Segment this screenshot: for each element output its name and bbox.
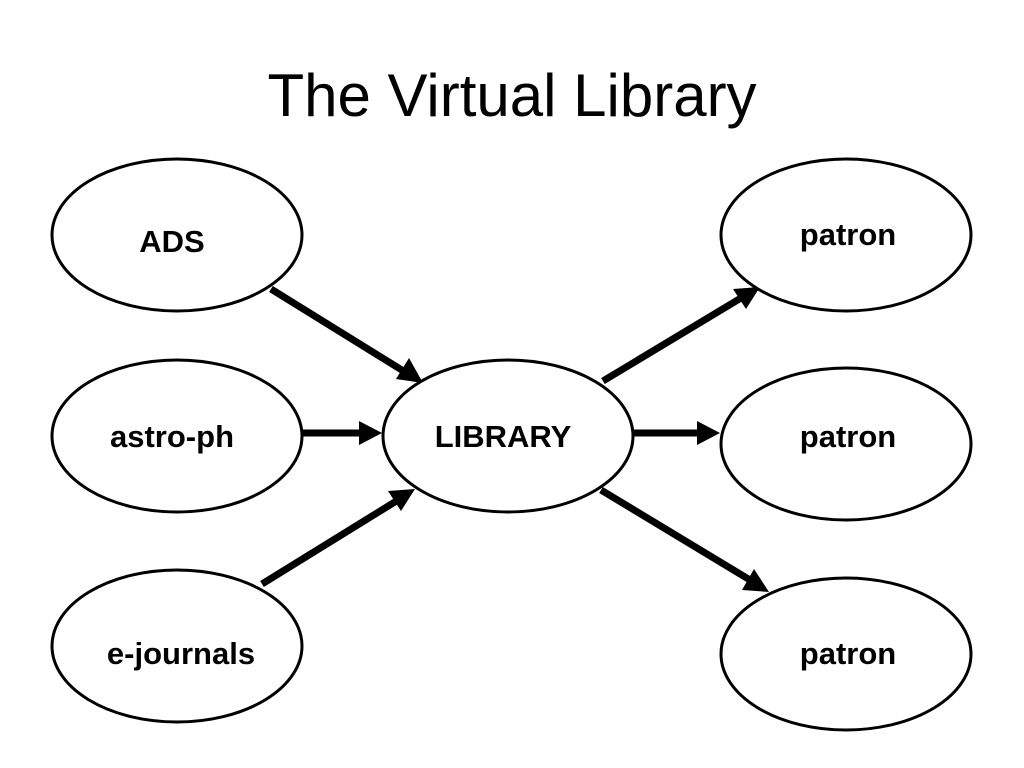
node-label: e-journals: [107, 636, 255, 671]
node-ellipse: [50, 157, 304, 313]
node-astro-ph: astro-ph: [50, 358, 304, 514]
node-ellipse: [719, 157, 973, 313]
diagram-title: The Virtual Library: [267, 62, 757, 129]
node-label: LIBRARY: [435, 419, 572, 454]
edge-astro-ph-to-library: [303, 421, 382, 445]
node-label: patron: [800, 419, 896, 454]
arrow-head: [697, 421, 720, 445]
node-ellipse: [50, 358, 304, 514]
edge-line: [599, 487, 752, 583]
node-label: patron: [800, 217, 896, 252]
node-label: ADS: [139, 224, 204, 259]
node-ellipse: [719, 366, 973, 522]
node-ellipse: [719, 576, 973, 732]
node-label: patron: [800, 636, 896, 671]
node-ellipse: [381, 358, 635, 514]
arrow-head: [733, 287, 760, 309]
node-library: LIBRARY: [381, 358, 635, 514]
edge-line: [269, 286, 407, 375]
node-patron-top: patron: [719, 157, 973, 313]
node-label: astro-ph: [110, 419, 234, 454]
arrow-head: [742, 569, 769, 592]
node-ellipse: [50, 568, 304, 724]
edge-e-journals-to-library: [260, 489, 415, 587]
node-patron-bottom: patron: [719, 576, 973, 732]
node-e-journals: e-journals: [50, 568, 304, 724]
arrow-head: [388, 489, 415, 511]
edge-ads-to-library: [269, 286, 423, 383]
node-patron-middle: patron: [719, 366, 973, 522]
arrow-head: [396, 358, 423, 383]
arrow-head: [359, 421, 382, 445]
edge-line: [260, 497, 400, 587]
edge-library-to-patron-top: [601, 287, 760, 384]
edge-line: [601, 295, 743, 384]
node-ads: ADS: [50, 157, 304, 313]
edge-library-to-patron-bottom: [599, 487, 769, 592]
edge-library-to-patron-middle: [633, 421, 720, 445]
